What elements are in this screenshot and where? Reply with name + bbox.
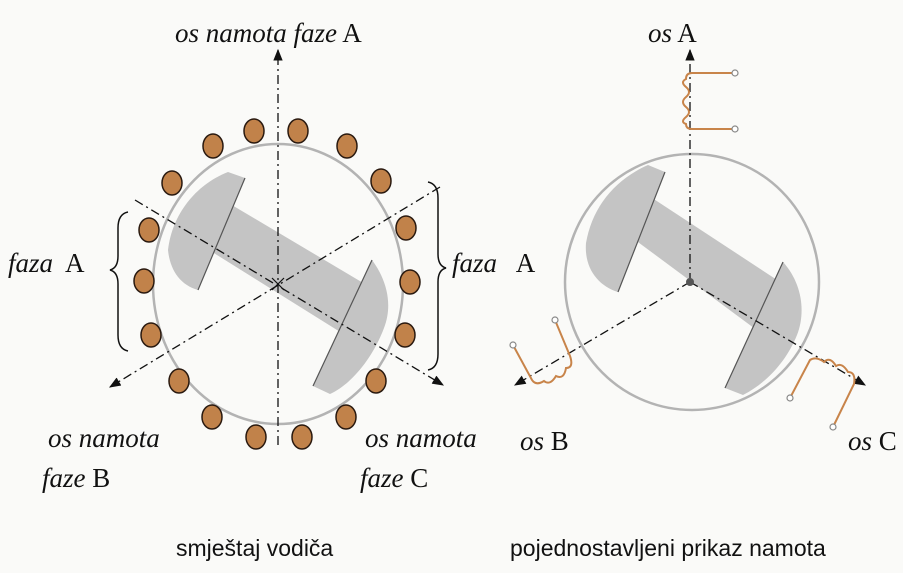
label-axis-c-right: os C [848,426,897,456]
conductor [291,424,313,450]
label-phase-a-right: faza A [452,248,536,278]
rotor-pole-shoe-upper [585,165,665,292]
right-figure [509,48,867,431]
conductor [168,368,190,394]
label-axis-c-left-line2: faze C [360,463,429,493]
winding-coil-c [786,357,856,431]
rotor-left [168,172,389,394]
rotor-right [585,165,802,395]
conductor [336,133,358,159]
conductor [399,269,421,295]
stator-ring-right [563,152,821,412]
label-axis-c-left-line1: os namota [365,423,477,453]
axis-c-line-left [134,199,445,386]
winding-coil-a [682,69,739,133]
conductor [335,404,357,430]
conductor [243,118,265,144]
rotor-body [185,195,375,335]
brace-left [109,211,129,352]
winding-coil-b [509,316,573,385]
label-axis-a-left: os namota faze A [175,18,362,48]
rotor-body [615,190,800,340]
caption-left: smještaj vodiča [176,535,334,561]
conductor [287,118,309,144]
conductor [202,133,224,159]
label-axis-b-left-line2: faze B [42,463,111,493]
conductor [133,268,155,294]
rotor-pole-shoe-lower [313,260,389,394]
conductor [201,404,223,430]
label-axis-a-right: os A [648,18,697,48]
conductor [370,168,392,194]
conductor [394,322,416,348]
conductor [245,424,267,450]
rotor-pole-shoe-upper [168,172,245,290]
caption-right: pojednostavljeni prikaz namota [510,535,826,561]
axis-c-line-right [689,281,867,386]
conductors [133,118,421,450]
axis-b-line-right [513,281,691,386]
brace-right [427,181,447,371]
label-phase-a-left: faza A [8,248,85,278]
label-axis-b-left-line1: os namota [48,423,160,453]
conductor [365,368,387,394]
conductor [140,322,162,348]
rotor-pole-shoe-lower [725,262,802,395]
label-axis-b-right: os B [520,426,569,456]
rotor-center [686,278,694,286]
left-figure [108,48,447,450]
conductor [138,217,160,243]
conductor [395,215,417,241]
conductor [161,170,183,196]
